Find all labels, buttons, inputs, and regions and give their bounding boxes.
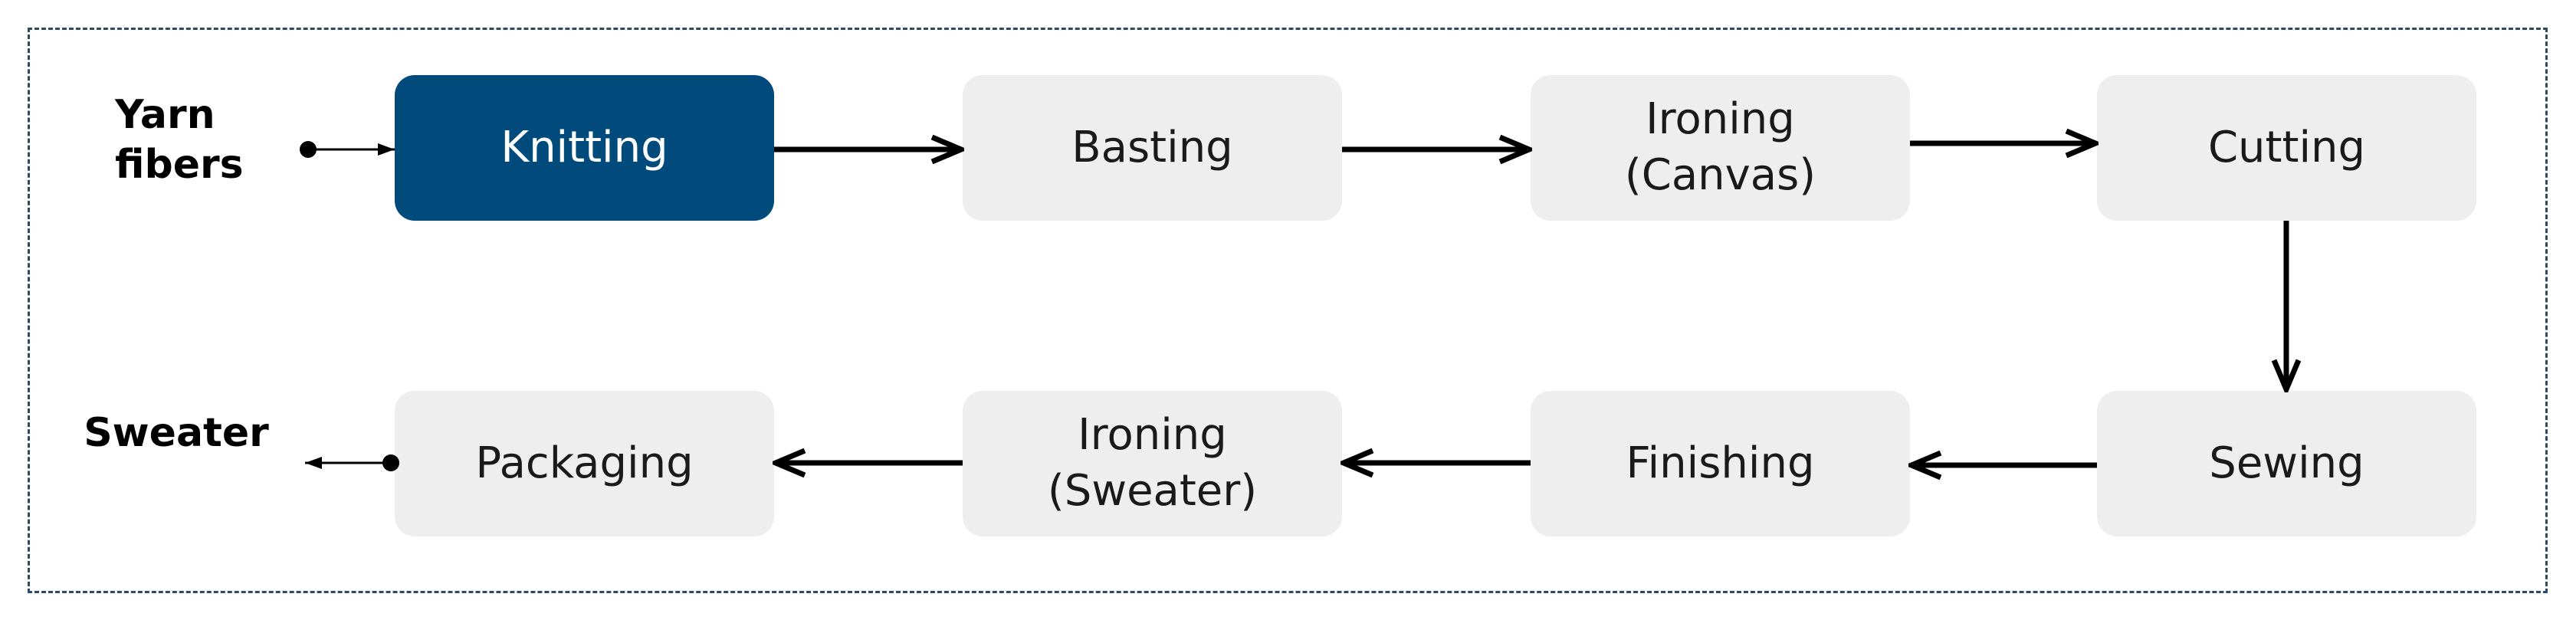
step-basting-label: Basting — [1071, 122, 1233, 172]
step-ironing-sweater-label: Ironing (Sweater) — [1047, 410, 1258, 516]
step-ironing-sweater: Ironing (Sweater) — [963, 391, 1342, 536]
output-label: Sweater — [84, 410, 269, 456]
step-ironing-canvas: Ironing (Canvas) — [1531, 75, 1910, 221]
step-ironing-canvas-label: Ironing (Canvas) — [1624, 94, 1816, 200]
step-basting: Basting — [963, 75, 1342, 221]
step-sewing-label: Sewing — [2209, 438, 2364, 488]
step-cutting: Cutting — [2097, 75, 2476, 221]
step-knitting-label: Knitting — [500, 122, 668, 172]
step-packaging: Packaging — [395, 391, 774, 536]
step-packaging-label: Packaging — [475, 438, 694, 488]
step-finishing-label: Finishing — [1626, 438, 1815, 488]
input-label: Yarn fibers — [115, 92, 244, 188]
step-finishing: Finishing — [1531, 391, 1910, 536]
step-knitting: Knitting — [395, 75, 774, 221]
dashed-border-frame — [28, 28, 2548, 593]
step-cutting-label: Cutting — [2207, 122, 2366, 172]
step-sewing: Sewing — [2097, 391, 2476, 536]
